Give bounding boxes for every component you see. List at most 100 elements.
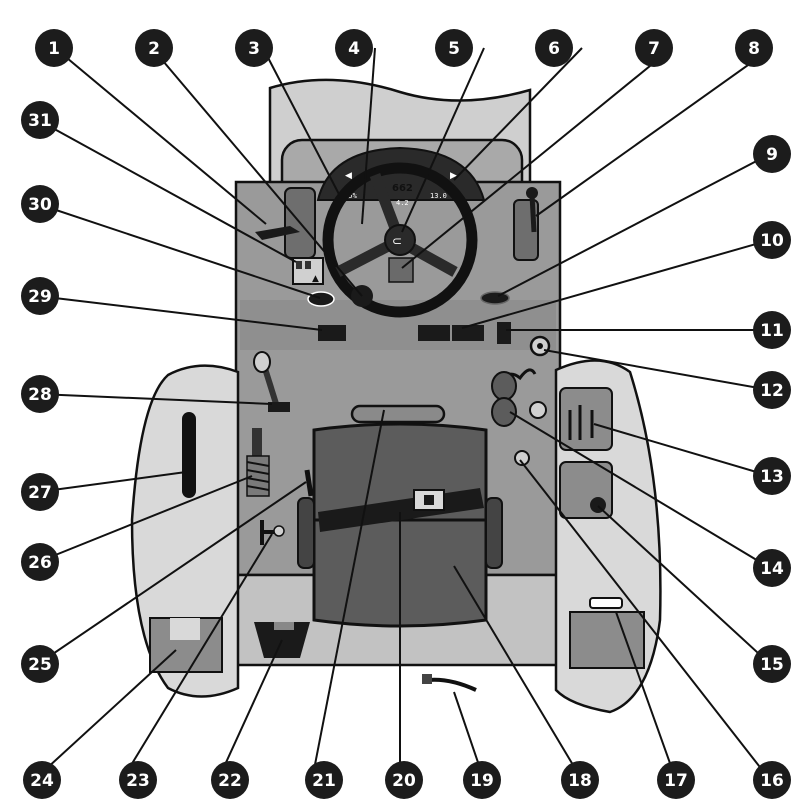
gear-lever-knob[interactable]	[253, 351, 271, 373]
left-turn-indicator-icon: ◀	[345, 171, 352, 181]
hydraulic-spool-upper[interactable]	[491, 371, 517, 401]
dashboard-center-readout: 4.2	[396, 199, 409, 207]
brake-pedal-right[interactable]	[452, 325, 484, 341]
switch-1[interactable]	[296, 261, 302, 269]
callout-26-badge	[21, 543, 59, 581]
horn-icon: ⊂	[392, 234, 402, 248]
callout-9-badge	[753, 135, 791, 173]
throttle-lever[interactable]	[529, 194, 537, 233]
rear-linkage-connector	[422, 674, 432, 684]
callout-17-label: 17	[664, 771, 688, 791]
clutch-pedal[interactable]	[318, 325, 346, 341]
diff-lock-knob[interactable]	[273, 525, 285, 537]
hand-throttle[interactable]	[480, 291, 510, 305]
range-lever[interactable]	[252, 428, 262, 456]
dashboard-speed: 662	[392, 183, 413, 194]
brake-pedal-left[interactable]	[418, 325, 450, 341]
switch-2[interactable]	[305, 261, 311, 269]
callout-19-label: 19	[470, 771, 494, 791]
hazard-icon: ▲	[312, 274, 319, 284]
callout-1-label: 1	[48, 39, 60, 59]
spring-coils	[246, 461, 270, 491]
callout-23-badge	[119, 761, 157, 799]
callout-9-label: 9	[766, 145, 778, 165]
spool-handle-knob[interactable]	[529, 401, 547, 419]
callout-16-badge	[753, 761, 791, 799]
gear-lever-base	[268, 402, 290, 412]
callout-21-label: 21	[312, 771, 336, 791]
callout-20-label: 20	[392, 771, 416, 791]
callout-10-label: 10	[760, 231, 784, 251]
callout-3-badge	[235, 29, 273, 67]
callout-10-badge	[753, 221, 791, 259]
seat-belt-buckle-hole	[424, 495, 434, 505]
callout-14-label: 14	[760, 559, 784, 579]
callout-18-badge	[561, 761, 599, 799]
seat-armrest-right	[485, 497, 503, 569]
left-fender-slot[interactable]	[182, 412, 196, 498]
callout-19-badge	[463, 761, 501, 799]
callout-16-label: 16	[760, 771, 784, 791]
callout-7-label: 7	[648, 39, 660, 59]
callout-1-badge	[35, 29, 73, 67]
hydraulic-lever-panel	[559, 387, 613, 451]
pto-switch-top-dot	[537, 343, 543, 349]
seat-handle[interactable]	[350, 404, 446, 424]
callout-31-label: 31	[28, 111, 52, 131]
callout-24-badge	[23, 761, 61, 799]
callout-23-label: 23	[126, 771, 150, 791]
steering-wheel[interactable]	[322, 162, 478, 318]
ignition-button[interactable]	[307, 291, 335, 307]
hydraulic-spool-lower[interactable]	[491, 397, 517, 427]
horn-button[interactable]	[384, 224, 416, 256]
callout-11-label: 11	[760, 321, 784, 341]
pto-lever[interactable]	[304, 469, 314, 497]
callout-17-badge	[657, 761, 695, 799]
right-step-handle[interactable]	[589, 597, 623, 609]
callout-6-badge	[535, 29, 573, 67]
callout-22-badge	[211, 761, 249, 799]
left-step-notch	[170, 618, 200, 640]
callout-24-label: 24	[30, 771, 54, 791]
right-turn-indicator-icon: ▶	[450, 171, 457, 181]
callout-18-label: 18	[568, 771, 592, 791]
callout-13-badge	[753, 457, 791, 495]
callout-8-badge	[735, 29, 773, 67]
storage-tray-lid	[274, 622, 294, 630]
callout-11-badge	[753, 311, 791, 349]
callout-6-label: 6	[548, 39, 560, 59]
callout-5-badge	[435, 29, 473, 67]
callout-2-badge	[135, 29, 173, 67]
callout-20-badge	[385, 761, 423, 799]
seat-armrest-left	[297, 497, 315, 569]
callout-28-label: 28	[28, 385, 52, 405]
dashboard-right-readout: 13.0	[430, 192, 447, 200]
callout-14-badge	[753, 549, 791, 587]
callout-15-label: 15	[760, 655, 784, 675]
throttle-knob[interactable]	[526, 187, 538, 199]
left-lever[interactable]	[255, 226, 300, 240]
leader-lines	[33, 47, 773, 781]
callout-29-label: 29	[28, 287, 52, 307]
rear-linkage-cable[interactable]	[427, 677, 477, 692]
callout-4-label: 4	[348, 39, 360, 59]
callout-27-badge	[21, 473, 59, 511]
callout-28-badge	[21, 375, 59, 413]
callout-25-label: 25	[28, 655, 52, 675]
callout-8-label: 8	[748, 39, 760, 59]
small-selector[interactable]	[514, 450, 530, 466]
callout-3-label: 3	[248, 39, 260, 59]
callout-21-badge	[305, 761, 343, 799]
callout-2-label: 2	[148, 39, 160, 59]
callout-4-badge	[335, 29, 373, 67]
callout-27-label: 27	[28, 483, 52, 503]
accelerator-pedal[interactable]	[497, 322, 511, 344]
callout-30-label: 30	[28, 195, 52, 215]
callout-31-badge	[21, 101, 59, 139]
callout-29-badge	[21, 277, 59, 315]
callout-22-label: 22	[218, 771, 242, 791]
callout-12-badge	[753, 371, 791, 409]
callout-30-badge	[21, 185, 59, 223]
